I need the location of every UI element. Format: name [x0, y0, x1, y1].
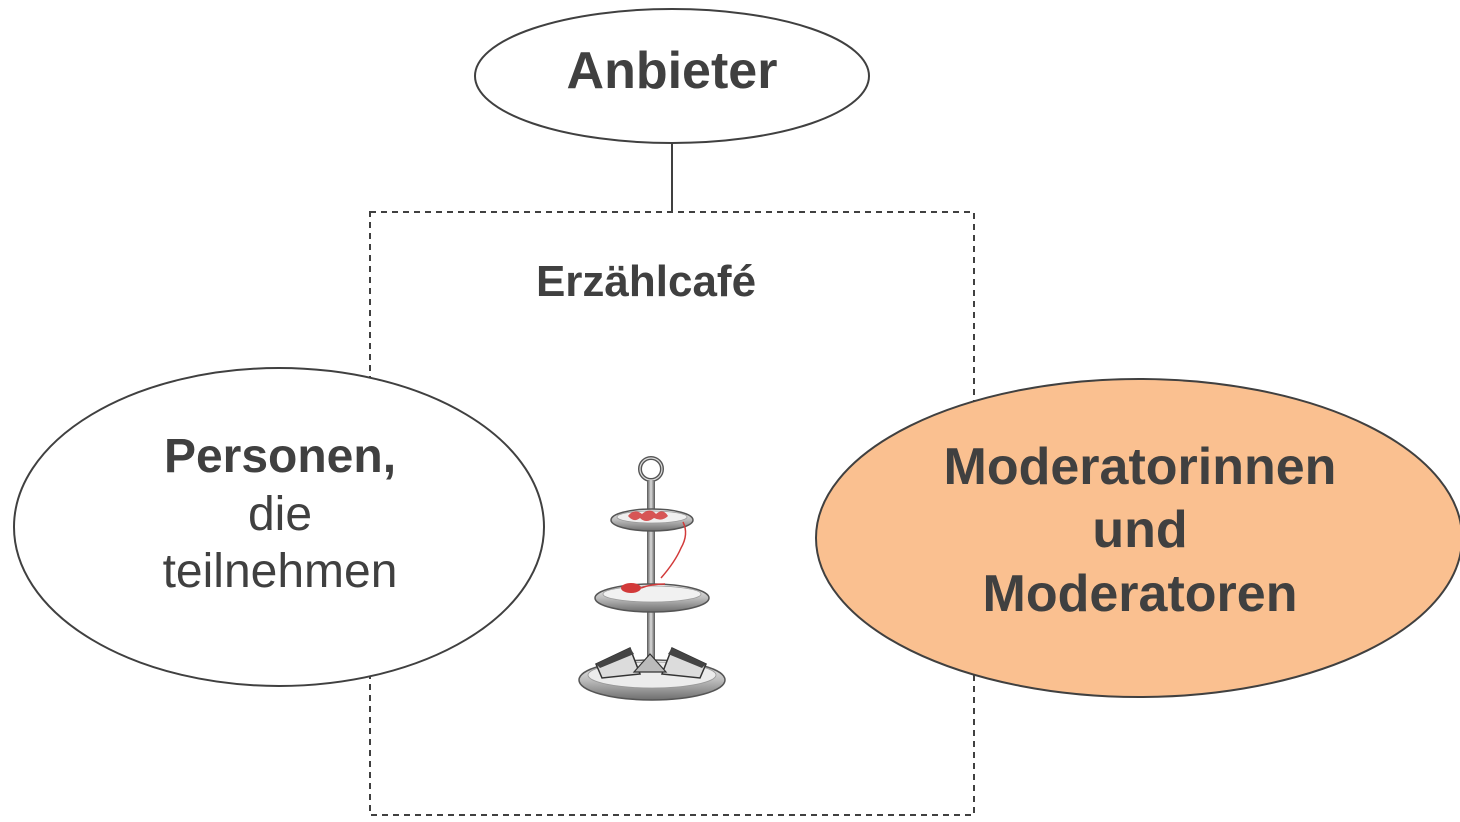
moderatoren-label: Moderatorinnen und Moderatoren	[860, 436, 1420, 626]
moderatoren-label-line2: und	[1092, 501, 1188, 560]
moderatoren-label-line3: Moderatoren	[982, 564, 1298, 623]
personen-label: Personen, die teilnehmen	[60, 428, 500, 601]
erzaehlcafe-title: Erzählcafé	[535, 257, 757, 306]
personen-ellipse	[13, 367, 545, 687]
personen-label-line2: die	[247, 487, 313, 541]
moderatoren-label-line1: Moderatorinnen	[943, 438, 1337, 496]
moderatoren-ellipse	[815, 378, 1460, 698]
cake-stand-icon	[578, 456, 726, 701]
personen-label-line3: teilnehmen	[162, 545, 398, 599]
anbieter-label: Anbieter	[566, 42, 778, 100]
anbieter-ellipse	[474, 8, 870, 144]
personen-label-line1: Personen,	[163, 430, 397, 483]
